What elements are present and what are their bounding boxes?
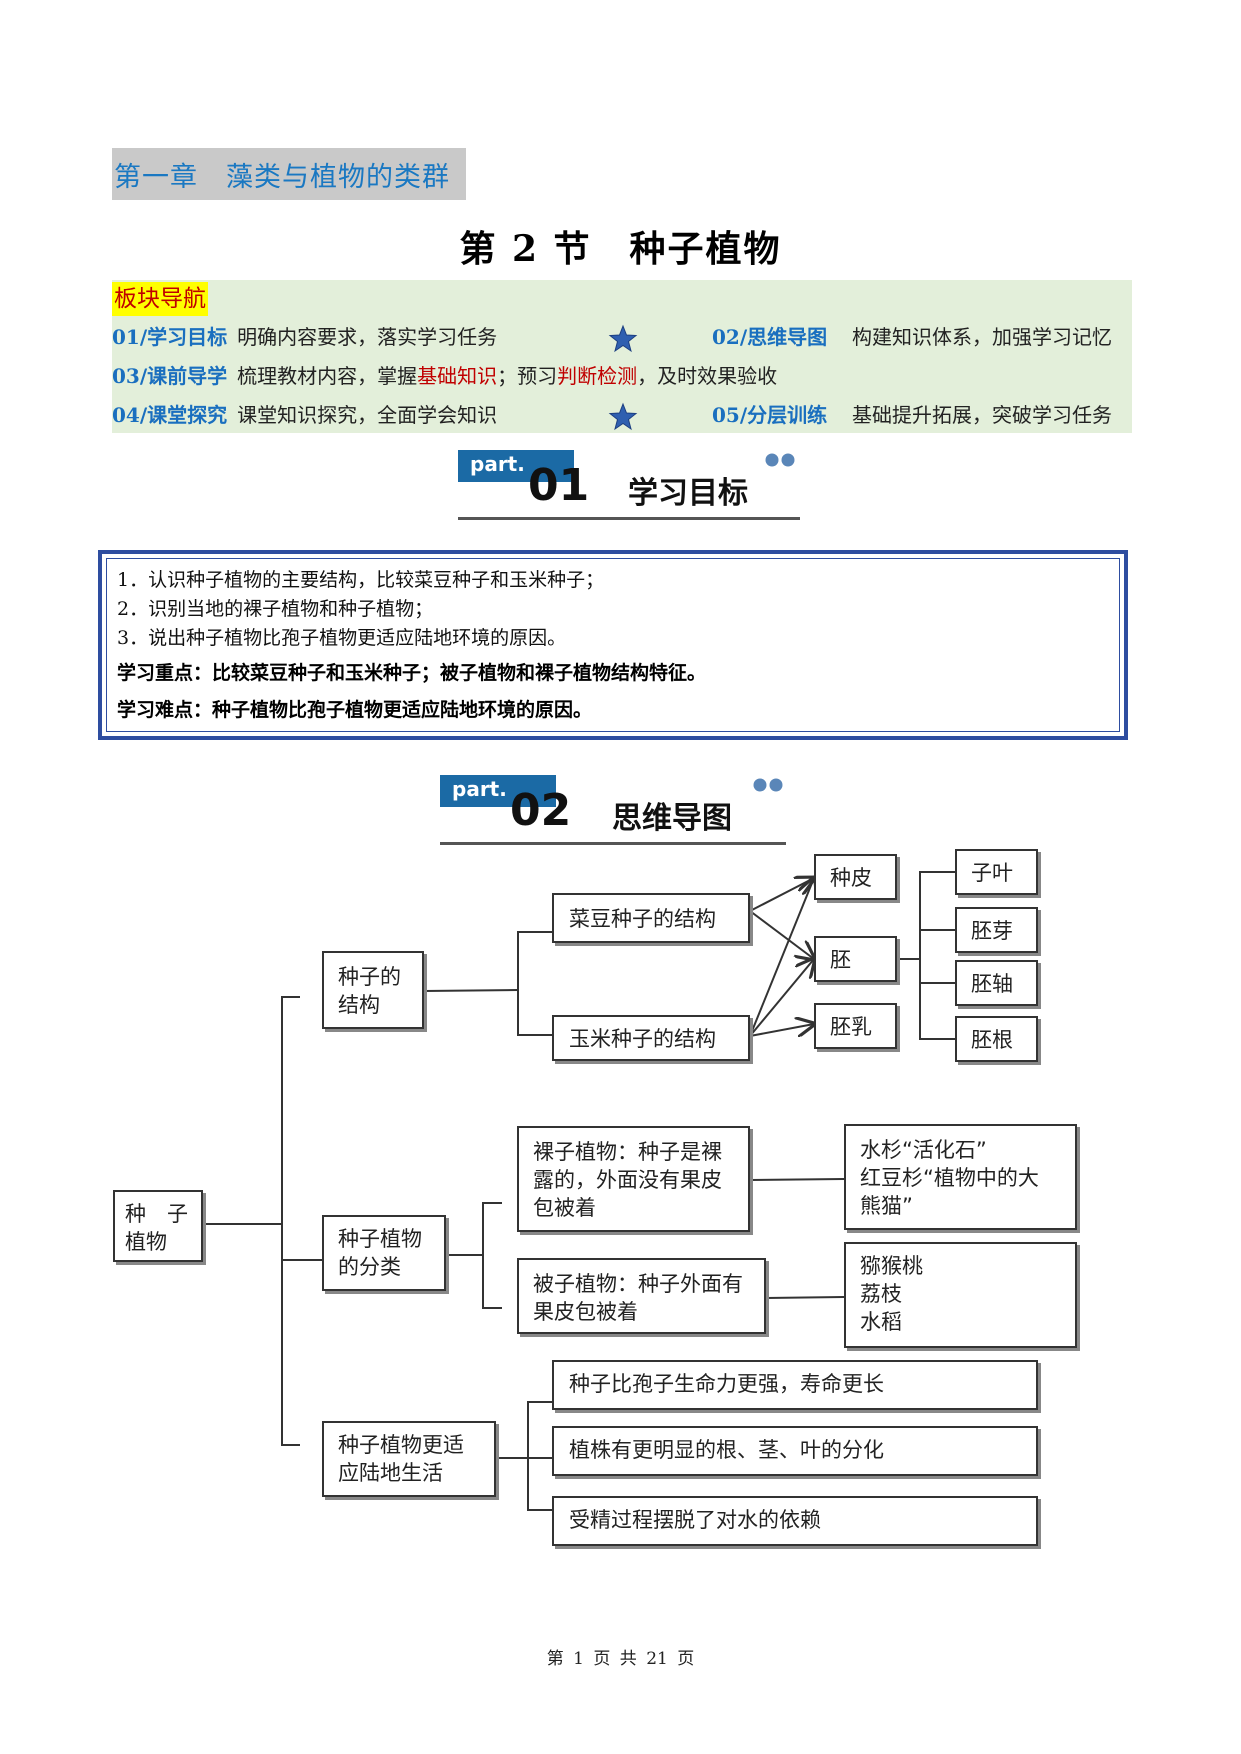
node-root-seed-plants: 种 子 植物	[113, 1190, 203, 1262]
node-endosperm: 胚乳	[814, 1003, 897, 1049]
dots-icon	[765, 453, 795, 467]
node-embryo: 胚	[814, 936, 897, 982]
part-underline	[440, 842, 786, 845]
nav-desc-part: 梳理教材内容，掌握	[237, 364, 418, 388]
nav-link-mind-map[interactable]: 02/思维导图	[712, 325, 828, 349]
node-angiosperm-examples: 猕猴桃 荔枝 水稻	[844, 1242, 1077, 1348]
node-text: 露的，外面没有果皮	[533, 1168, 722, 1192]
key-point: 学习重点：比较菜豆种子和玉米种子；被子植物和裸子植物结构特征。	[117, 662, 707, 684]
nav-desc: 基础提升拓展，突破学习任务	[852, 403, 1112, 427]
node-text: 的分类	[338, 1255, 401, 1279]
node-text: 果皮包被着	[533, 1300, 638, 1324]
node-gymnosperm-examples: 水杉“活化石” 红豆杉“植物中的大 熊猫”	[844, 1124, 1077, 1230]
part-number: 02	[510, 785, 572, 836]
nav-highlight: 判断检测	[557, 364, 638, 388]
node-text: 种皮	[830, 866, 872, 890]
nav-link-preview[interactable]: 03/课前导学	[112, 364, 228, 388]
nav-link-learning-goals[interactable]: 01/学习目标	[112, 325, 228, 349]
node-seed-structure: 种子的 结构	[322, 951, 424, 1029]
node-hypocotyl: 胚轴	[955, 960, 1038, 1006]
node-gymnosperms: 裸子植物：种子是裸 露的，外面没有果皮 包被着	[517, 1126, 750, 1232]
node-text: 结构	[338, 993, 380, 1017]
node-seed-coat: 种皮	[814, 854, 897, 900]
node-text: 菜豆种子的结构	[569, 907, 716, 931]
node-text: 植物	[125, 1230, 167, 1254]
node-text: 被子植物：种子外面有	[533, 1272, 743, 1296]
part-tab: part.	[440, 775, 556, 807]
node-bean-structure: 菜豆种子的结构	[552, 893, 750, 943]
nav-row-3: 04/课堂探究课堂知识探究，全面学会知识 05/分层训练 基础提升拓展，突破学习…	[112, 398, 1112, 432]
node-text: 种子比孢子生命力更强，寿命更长	[569, 1372, 884, 1396]
node-text: 荔枝	[860, 1282, 902, 1306]
nav-desc: 明确内容要求，落实学习任务	[237, 325, 498, 349]
node-text: 胚	[830, 948, 851, 972]
node-text: 应陆地生活	[338, 1461, 443, 1485]
nav-board: 板块导航 01/学习目标明确内容要求，落实学习任务 02/思维导图 构建知识体系…	[112, 280, 1132, 433]
section-title: 第 2 节 种子植物	[459, 228, 782, 270]
node-text: 玉米种子的结构	[569, 1027, 716, 1051]
node-text: 包被着	[533, 1196, 596, 1220]
node-cotyledon: 子叶	[955, 849, 1038, 895]
goals-inner-frame: 1．认识种子植物的主要结构，比较菜豆种子和玉米种子； 2．识别当地的裸子植物和种…	[106, 558, 1120, 732]
nav-row-1: 01/学习目标明确内容要求，落实学习任务 02/思维导图 构建知识体系，加强学习…	[112, 320, 1112, 354]
node-text: 种 子	[125, 1202, 188, 1226]
node-text: 胚根	[971, 1028, 1013, 1052]
node-text: 种子植物	[338, 1227, 422, 1251]
node-text: 水稻	[860, 1310, 902, 1334]
part-01-badge: part. 01 学习目标	[458, 450, 800, 520]
node-text: 胚乳	[830, 1015, 872, 1039]
node-text: 熊猫”	[860, 1194, 913, 1218]
part-name: 学习目标	[628, 476, 748, 511]
node-text: 水杉“活化石”	[860, 1138, 987, 1162]
nav-link-training[interactable]: 05/分层训练	[712, 403, 828, 427]
node-reason-2: 植株有更明显的根、茎、叶的分化	[552, 1426, 1038, 1476]
node-radicle: 胚根	[955, 1016, 1038, 1062]
part-tab-label: part.	[452, 777, 507, 801]
part-name: 思维导图	[612, 801, 732, 836]
node-text: 红豆杉“植物中的大	[860, 1166, 1039, 1190]
part-tab-label: part.	[470, 452, 525, 476]
page-footer: 第 1 页 共 21 页	[546, 1649, 695, 1669]
node-text: 胚轴	[971, 972, 1013, 996]
chapter-banner: 第一章 藻类与植物的类群	[112, 148, 466, 200]
node-text: 猕猴桃	[860, 1254, 923, 1278]
difficulty: 学习难点：种子植物比孢子植物更适应陆地环境的原因。	[117, 699, 593, 721]
node-text: 植株有更明显的根、茎、叶的分化	[569, 1438, 884, 1462]
dots-icon	[753, 778, 783, 792]
node-text: 种子的	[338, 965, 401, 989]
node-text: 种子植物更适	[338, 1433, 464, 1457]
node-text: 受精过程摆脱了对水的依赖	[569, 1508, 821, 1532]
goal-item: 2．识别当地的裸子植物和种子植物；	[117, 598, 434, 620]
part-02-badge: part. 02 思维导图	[440, 775, 786, 845]
chapter-title: 第一章 藻类与植物的类群	[114, 161, 450, 193]
nav-highlight: 基础知识	[417, 364, 498, 388]
node-plumule: 胚芽	[955, 907, 1038, 953]
part-tab: part.	[458, 450, 574, 482]
node-text: 胚芽	[971, 919, 1013, 943]
star-icon	[608, 402, 638, 431]
nav-desc: 构建知识体系，加强学习记忆	[852, 325, 1112, 349]
node-classification: 种子植物 的分类	[322, 1215, 446, 1291]
goal-item: 1．认识种子植物的主要结构，比较菜豆种子和玉米种子；	[117, 569, 605, 591]
part-underline	[458, 517, 800, 520]
nav-desc-part: ；预习	[497, 364, 558, 388]
node-reason-1: 种子比孢子生命力更强，寿命更长	[552, 1360, 1038, 1410]
nav-desc: 梳理教材内容，掌握基础知识；预习判断检测，及时效果验收	[237, 364, 777, 388]
node-corn-structure: 玉米种子的结构	[552, 1015, 750, 1061]
node-text: 裸子植物：种子是裸	[533, 1140, 722, 1164]
nav-desc: 课堂知识探究，全面学会知识	[237, 403, 498, 427]
node-angiosperms: 被子植物：种子外面有 果皮包被着	[517, 1258, 766, 1334]
node-reason-3: 受精过程摆脱了对水的依赖	[552, 1496, 1038, 1546]
learning-goals-box: 1．认识种子植物的主要结构，比较菜豆种子和玉米种子； 2．识别当地的裸子植物和种…	[98, 550, 1128, 740]
node-text: 子叶	[971, 861, 1013, 885]
node-land-adaptation: 种子植物更适 应陆地生活	[322, 1421, 496, 1497]
nav-row-2: 03/课前导学梳理教材内容，掌握基础知识；预习判断检测，及时效果验收	[112, 359, 777, 393]
star-icon	[608, 324, 638, 353]
nav-link-classroom[interactable]: 04/课堂探究	[112, 403, 228, 427]
nav-desc-part: ，及时效果验收	[637, 364, 778, 388]
goal-item: 3．说出种子植物比孢子植物更适应陆地环境的原因。	[117, 627, 567, 649]
part-number: 01	[528, 460, 590, 511]
nav-heading: 板块导航	[112, 282, 208, 316]
